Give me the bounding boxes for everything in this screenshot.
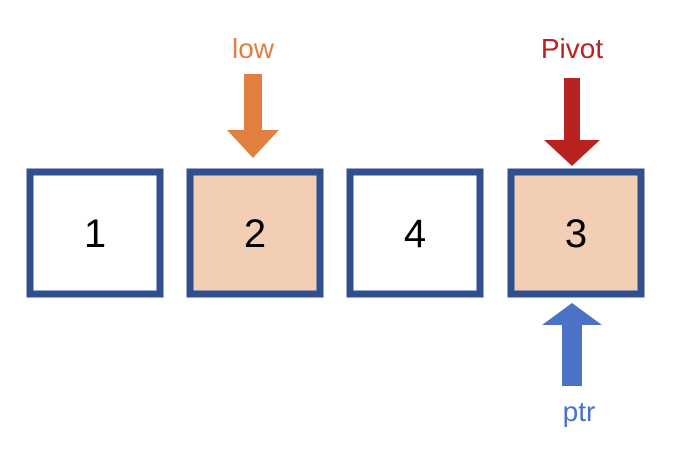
array-cell-2: 2	[186, 168, 324, 298]
low-label: low	[232, 33, 275, 64]
cell-value: 4	[404, 212, 426, 256]
cell-box	[507, 168, 645, 298]
pivot-pointer: Pivot	[541, 33, 603, 166]
low-pointer: low	[227, 33, 279, 158]
cell-value: 2	[244, 212, 266, 256]
low-arrow-icon	[227, 74, 279, 158]
pivot-label: Pivot	[541, 33, 603, 64]
ptr-arrow-icon	[542, 303, 602, 386]
cell-value: 3	[565, 212, 587, 256]
cell-box	[346, 168, 484, 298]
array-cell-3: 4	[346, 168, 484, 298]
cell-box	[186, 168, 324, 298]
cell-box	[26, 168, 164, 298]
ptr-pointer: ptr	[542, 303, 602, 427]
ptr-label: ptr	[563, 396, 596, 427]
array-cell-1: 1	[26, 168, 164, 298]
array-cell-4: 3	[507, 168, 645, 298]
pivot-arrow-icon	[544, 78, 600, 166]
cell-value: 1	[84, 212, 106, 256]
